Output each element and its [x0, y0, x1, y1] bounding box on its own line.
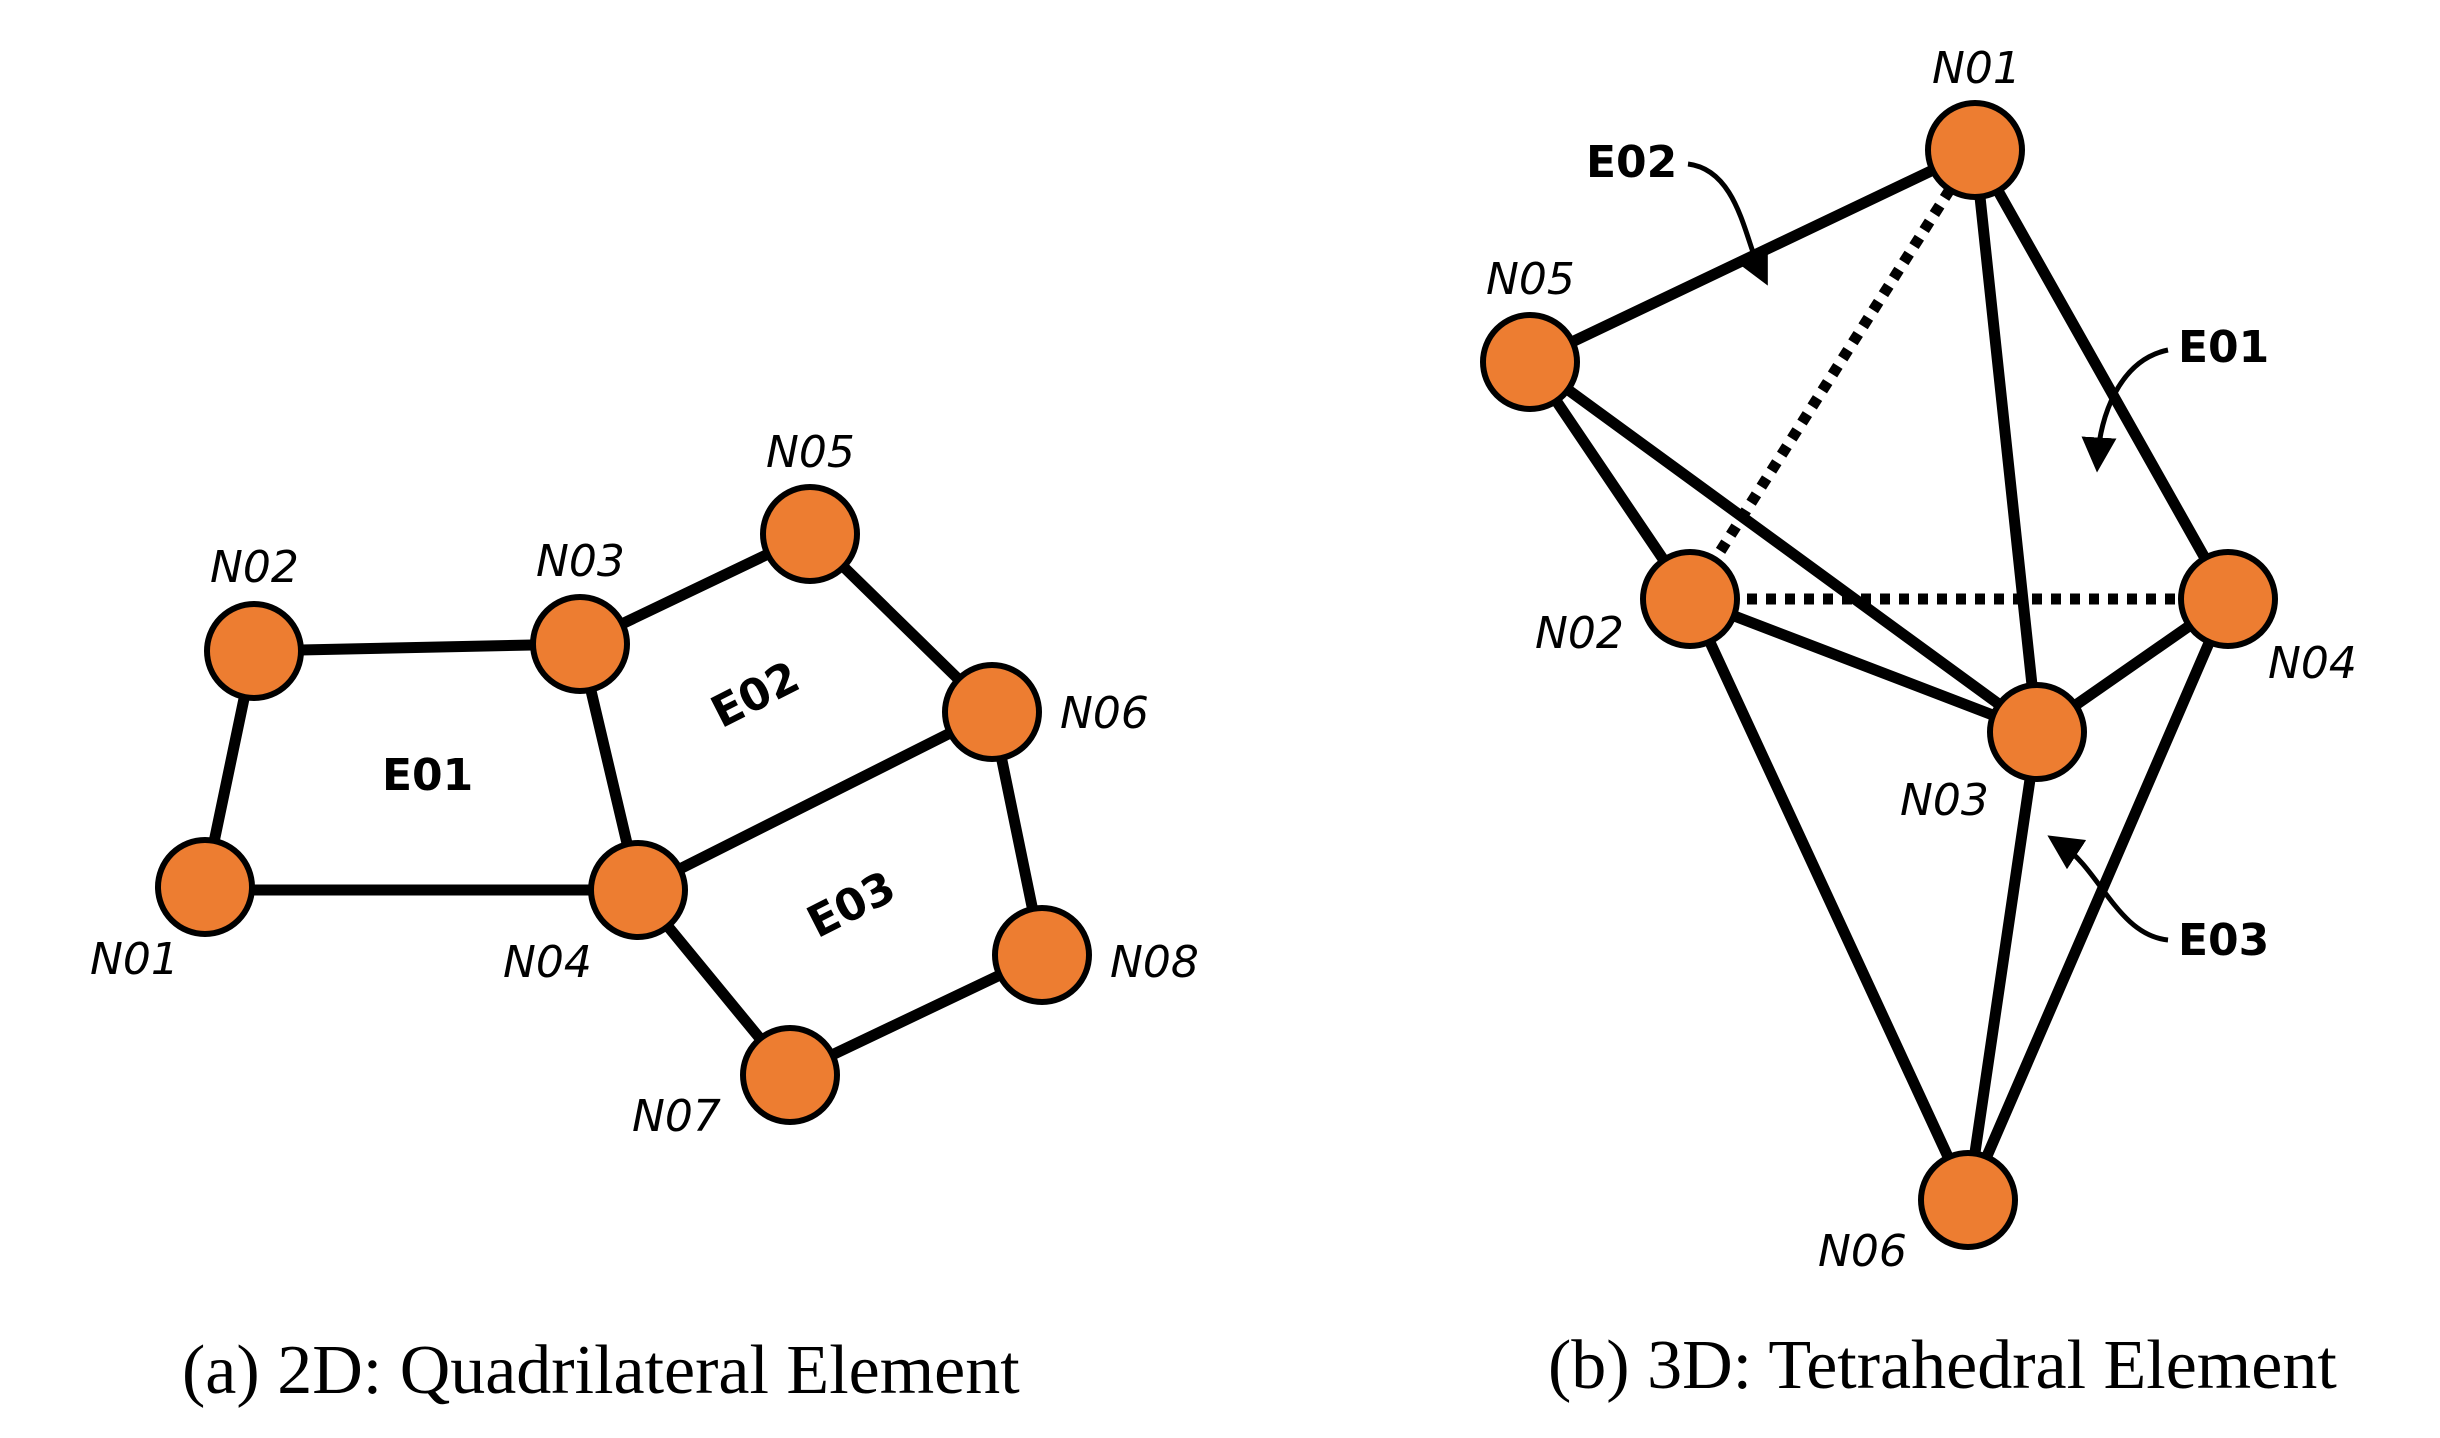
- caption-a: (a) 2D: Quadrilateral Element: [182, 1332, 1020, 1409]
- node-label-n03: N03: [536, 536, 625, 587]
- node-label-n02: N02: [1535, 608, 1624, 659]
- edge-n02-n03: [1684, 593, 2043, 738]
- edge-n01-n04: [1969, 144, 2234, 605]
- caption-b: (b) 3D: Tetrahedral Element: [1548, 1327, 2337, 1404]
- element-label-e03: E03: [799, 862, 903, 949]
- edge-n03-n06: [1962, 726, 2043, 1206]
- edge-hidden-n02-n01: [1685, 147, 1980, 602]
- node-n05: [1480, 312, 1580, 412]
- node-n04: [2178, 549, 2278, 649]
- node-n04: [588, 840, 688, 940]
- node-label-n03: N03: [1900, 775, 1989, 826]
- edge-n02-n06: [1684, 593, 1974, 1206]
- element-label-e02: E02: [703, 652, 807, 739]
- node-label-n02: N02: [210, 542, 299, 593]
- element-label-e01: E01: [382, 750, 473, 801]
- edge-n05-n03: [1524, 356, 2043, 738]
- node-n08: [992, 905, 1092, 1005]
- edge-n01-n03: [1969, 144, 2043, 738]
- panel-a: N01 N02 N03 N04 N05 N06 N07 N08 E01 E02 …: [90, 427, 1199, 1409]
- node-n03: [530, 594, 630, 694]
- element-label-e01: E01: [2178, 322, 2269, 373]
- element-label-e03: E03: [2178, 915, 2269, 966]
- node-n03: [1987, 682, 2087, 782]
- node-label-n06: N06: [1818, 1226, 1907, 1277]
- node-label-n05: N05: [1486, 254, 1575, 305]
- node-n02: [204, 601, 304, 701]
- node-n01: [155, 837, 255, 937]
- node-label-n04: N04: [2268, 638, 2357, 689]
- panel-b: N01 N02 N03 N04 N05 N06 E02 E01 E03 (b) …: [1480, 43, 2357, 1404]
- edge-n02-n03: [248, 638, 586, 657]
- element-label-e02: E02: [1586, 137, 1677, 188]
- node-n05: [760, 484, 860, 584]
- node-label-n06: N06: [1060, 688, 1149, 739]
- node-label-n07: N07: [632, 1091, 721, 1142]
- node-n01: [1925, 100, 2025, 200]
- node-n02: [1640, 549, 1740, 649]
- edge-n04-n06: [1962, 593, 2234, 1206]
- node-label-n08: N08: [1110, 937, 1199, 988]
- node-n06: [942, 662, 1042, 762]
- edge-n06-n04: [632, 706, 998, 896]
- node-n07: [740, 1025, 840, 1125]
- callout-arrow-e03: [2047, 835, 2169, 943]
- node-label-n04: N04: [503, 937, 592, 988]
- node-label-n01: N01: [1932, 43, 2021, 94]
- node-label-n05: N05: [766, 427, 855, 478]
- node-n06: [1918, 1150, 2018, 1250]
- callout-arrow-e01: [2081, 347, 2169, 473]
- node-label-n01: N01: [90, 934, 179, 985]
- callout-arrow-e02: [1687, 161, 1768, 286]
